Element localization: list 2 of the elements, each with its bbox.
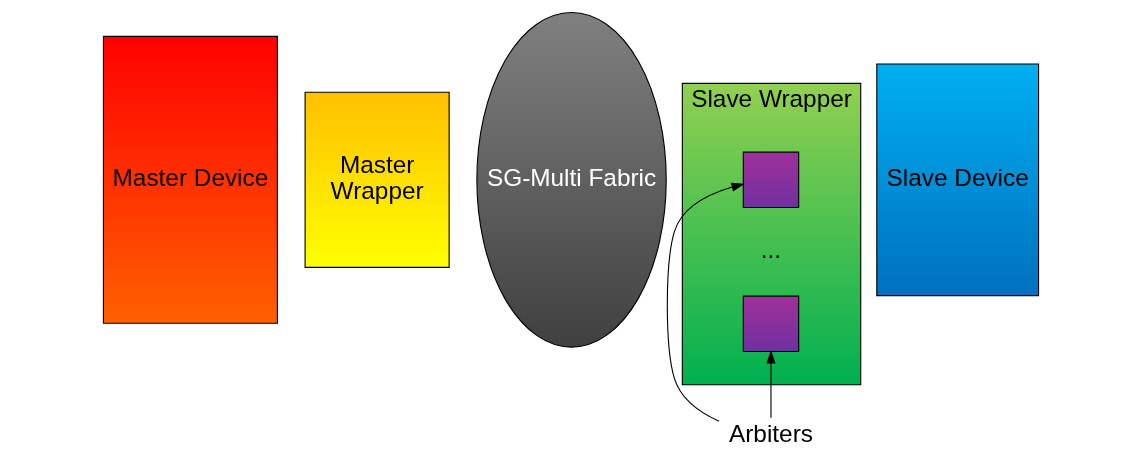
label: ... xyxy=(760,236,781,264)
node-text: Arbiters xyxy=(728,419,813,447)
